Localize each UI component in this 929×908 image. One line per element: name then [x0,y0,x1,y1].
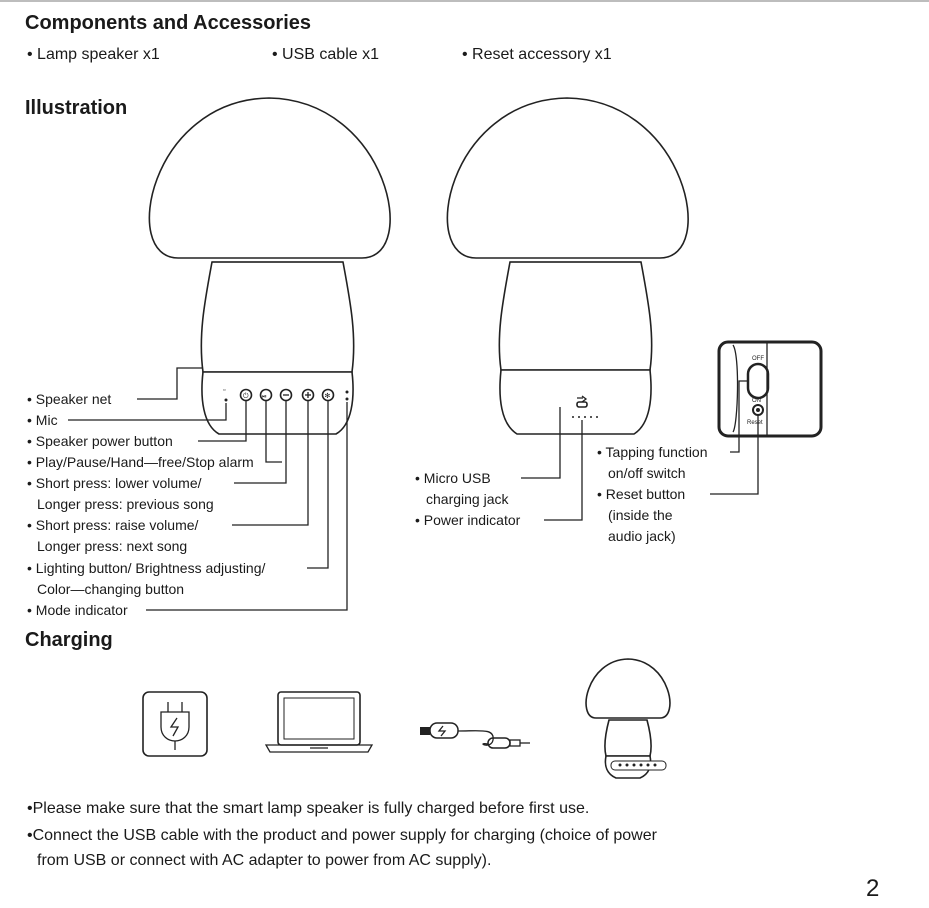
usb-cable-icon [420,722,530,749]
charging-heading: Charging [25,629,113,651]
callout-mic: • Mic [27,412,58,428]
component-usb-cable: • USB cable x1 [272,46,379,63]
back-lamp-base [499,369,652,435]
callout-play-pause: • Play/Pause/Hand—free/Stop alarm [27,454,254,470]
callout-next-song: Longer press: next song [37,538,188,554]
top-rule [0,0,929,2]
back-lamp-cap [446,97,689,259]
front-lamp-drawing: ▫ ⏻ ⏯ ✻ [148,97,391,435]
switch-off-label: OFF [752,356,764,362]
svg-text:⏻: ⏻ [243,392,249,400]
back-lamp-drawing [446,97,689,435]
callout-audio-jack: audio jack) [608,528,676,544]
switch-reset-label: Reset [747,420,763,426]
front-lamp-base [201,371,354,435]
page-number: 2 [866,875,880,902]
component-lamp-speaker: • Lamp speaker x1 [27,46,160,63]
components-heading: Components and Accessories [25,12,312,34]
callout-mode-indicator: • Mode indicator [27,602,128,618]
callout-lower-volume: • Short press: lower volume/ [27,475,202,491]
callout-tapping-function: • Tapping function [597,444,708,460]
front-lamp-stem [200,261,355,373]
charging-bullet-1: •Please make sure that the smart lamp sp… [27,800,590,817]
callout-speaker-power-button: • Speaker power button [27,433,173,449]
front-leader-lines [68,367,348,611]
laptop-icon [264,691,374,753]
lamp-speaker-icon [585,658,671,779]
front-lamp-cap [148,97,391,259]
callout-reset-button: • Reset button [597,486,686,502]
illustration-heading: Illustration [25,97,128,119]
switch-on-label: ON [752,398,761,404]
svg-text:▫: ▫ [223,387,225,394]
callout-micro-usb: • Micro USB [415,470,491,486]
callout-previous-song: Longer press: previous song [37,496,214,512]
callout-raise-volume: • Short press: raise volume/ [27,517,199,533]
callout-on-off-switch: on/off switch [608,465,686,481]
callout-charging-jack: charging jack [426,491,509,507]
component-reset-accessory: • Reset accessory x1 [462,46,612,63]
back-leader-lines [521,407,583,521]
back-lamp-stem [498,261,653,371]
callout-inside-the: (inside the [608,507,673,523]
callout-speaker-net: • Speaker net [27,391,112,407]
power-plug-icon [142,691,208,757]
callout-lighting-button: • Lighting button/ Brightness adjusting/ [27,560,266,576]
switch-inset: OFF ON Reset [717,340,823,438]
charging-bullet-2-continued: from USB or connect with AC adapter to p… [37,852,492,869]
callout-color-changing: Color—changing button [37,581,185,597]
callout-power-indicator: • Power indicator [415,512,521,528]
switch-leader-lines [710,380,759,495]
svg-text:⏯: ⏯ [262,393,267,400]
svg-text:✻: ✻ [325,392,331,400]
charging-bullet-2: •Connect the USB cable with the product … [27,827,657,844]
